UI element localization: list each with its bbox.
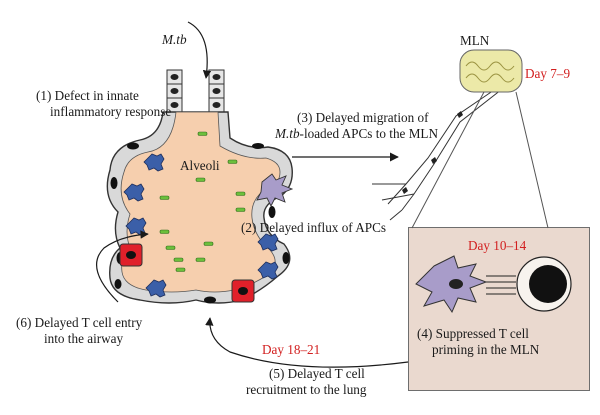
mtb-bacteria — [159, 131, 246, 272]
step3-rest: -loaded APCs to the MLN — [299, 126, 439, 141]
step3-line1: (3) Delayed migration of — [297, 110, 429, 125]
dendritic-cell-alveolus — [256, 173, 294, 208]
step2-label: (2) Delayed influx of APCs — [241, 220, 387, 235]
step1-line1: (1) Defect in innate — [36, 88, 139, 103]
mln-priming-inset — [408, 227, 590, 391]
airway-entry-arrow — [96, 230, 149, 303]
step3-line2: M.tb-loaded APCs to the MLN — [275, 126, 438, 142]
synapse-bundle — [486, 275, 516, 295]
day-7-9-label: Day 7–9 — [525, 66, 571, 81]
mln-label: MLN — [460, 33, 490, 48]
recruitment-arrow — [205, 317, 409, 368]
zoom-lines — [411, 91, 549, 229]
step6-line1: (6) Delayed T cell entry — [16, 315, 143, 330]
alveoli-label: Alveoli — [180, 158, 220, 173]
lymph-vessel-valves — [402, 111, 463, 194]
dc-nucleus — [449, 279, 463, 289]
mtb-entry-arrow — [187, 21, 212, 79]
airway-epithelium-right — [208, 69, 225, 113]
step6-line2: into the airway — [44, 331, 124, 346]
step4-line2: priming in the MLN — [432, 342, 540, 357]
day-10-14-label: Day 10–14 — [468, 238, 527, 253]
t-cells-lung — [119, 243, 255, 303]
t-cell-nucleus — [529, 265, 567, 303]
airway-epithelium-left — [166, 69, 183, 113]
step3-mtb: M.tb — [275, 126, 300, 141]
mtb-label: M.tb — [162, 32, 187, 47]
day-18-21-label: Day 18–21 — [262, 342, 321, 357]
lymphatic-vessels — [372, 85, 507, 221]
step5-line2: recruitment to the lung — [246, 382, 367, 397]
step5-line1: (5) Delayed T cell — [269, 366, 365, 381]
step1-line2: inflammatory response — [50, 104, 172, 119]
step4-line1: (4) Suppressed T cell — [417, 326, 529, 341]
macrophages — [123, 153, 279, 298]
mln-node — [459, 49, 523, 93]
